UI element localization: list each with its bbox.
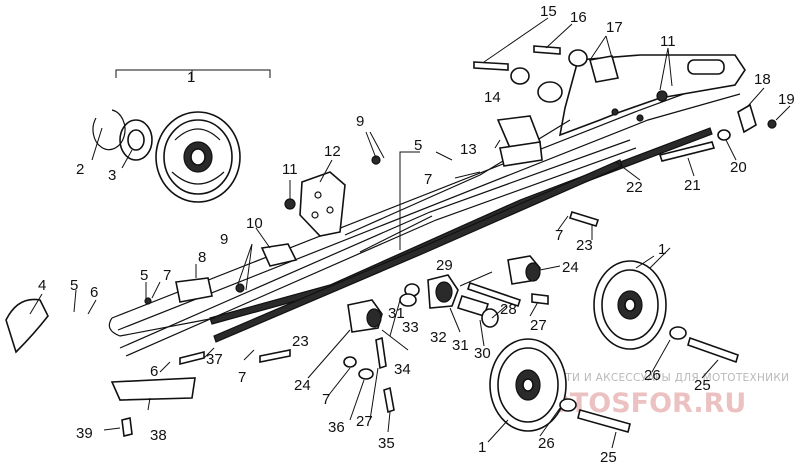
- callout-38: 38: [150, 427, 167, 444]
- spacer: [510, 67, 530, 85]
- callout-2: 2: [76, 161, 84, 178]
- callout-5-left: 5: [140, 267, 148, 284]
- axle-bolt-bottom: [577, 409, 631, 433]
- cross-brace-2: [359, 215, 433, 253]
- mount-block-left: [347, 299, 383, 333]
- callout-12: 12: [324, 143, 341, 160]
- callout-1-right: 1: [658, 241, 666, 258]
- callout-17: 17: [606, 19, 623, 36]
- callout-5-front: 5: [70, 277, 78, 294]
- idler-wheel-top: [155, 111, 241, 203]
- center-pivot: [399, 274, 522, 328]
- callout-5-top: 5: [414, 137, 422, 154]
- callout-24-right: 24: [562, 259, 579, 276]
- cross-brace: [344, 119, 571, 236]
- circlip: [92, 109, 126, 151]
- callout-6-bottom: 6: [150, 363, 158, 380]
- callout-35: 35: [378, 435, 395, 452]
- callout-1-bottom: 1: [478, 439, 486, 456]
- callout-18: 18: [754, 71, 771, 88]
- idler-wheel-bottom: [489, 338, 567, 432]
- callout-7-top: 7: [424, 171, 432, 188]
- callout-11-right: 11: [660, 33, 676, 50]
- callout-33: 33: [402, 319, 419, 336]
- bracket-10: [260, 243, 298, 267]
- callout-9-left: 9: [220, 231, 228, 248]
- callout-7-lower: 7: [322, 391, 330, 408]
- idler-wheel-right: [593, 260, 667, 350]
- callout-20: 20: [730, 159, 747, 176]
- rear-axle-bolt: [658, 141, 716, 162]
- callout-37: 37: [206, 351, 223, 368]
- leader-lines: [29, 17, 791, 449]
- callout-30: 30: [474, 345, 491, 362]
- callout-7-left: 7: [163, 267, 171, 284]
- callout-26-right: 26: [644, 367, 661, 384]
- watermark-caption: ЗАПЧАСТИ И АКСЕССУАРЫ ДЛЯ МОТОТЕХНИКИ: [520, 372, 789, 384]
- callout-25-right: 25: [694, 377, 711, 394]
- callout-13: 13: [460, 141, 477, 158]
- callout-31-center: 31: [452, 337, 469, 354]
- callout-11-left: 11: [282, 161, 298, 178]
- callout-34: 34: [394, 361, 411, 378]
- callout-24-left: 24: [294, 377, 311, 394]
- block-8: [175, 277, 213, 303]
- callout-10: 10: [246, 215, 263, 232]
- tip-cap: [5, 298, 49, 354]
- callout-23-left: 23: [292, 333, 309, 350]
- rear-plate: [558, 54, 746, 137]
- adjuster-bracket: [737, 103, 757, 134]
- callout-16: 16: [570, 9, 587, 26]
- bushing: [588, 55, 620, 83]
- callout-6-front: 6: [90, 284, 98, 301]
- bolt-23-left: [259, 349, 291, 363]
- callout-27-left: 27: [356, 413, 373, 430]
- callout-39: 39: [76, 425, 93, 442]
- washer-bottom: [559, 398, 577, 412]
- callout-26-bottom: 26: [538, 435, 555, 452]
- callout-7-right: 7: [555, 227, 563, 244]
- callout-9-top: 9: [356, 113, 364, 130]
- callout-29: 29: [436, 257, 453, 274]
- callout-7-bottom: 7: [238, 369, 246, 386]
- callout-22: 22: [626, 179, 643, 196]
- wear-strip: [110, 377, 196, 401]
- callout-23-right: 23: [576, 237, 593, 254]
- callout-21: 21: [684, 177, 701, 194]
- callout-32: 32: [430, 329, 447, 346]
- bolt-23-right: [568, 211, 600, 227]
- callout-27-right: 27: [530, 317, 547, 334]
- washer-right: [669, 326, 687, 340]
- axle-bolt-right: [687, 336, 739, 364]
- callout-31-left: 31: [388, 305, 405, 322]
- callout-3: 3: [108, 167, 116, 184]
- callout-15: 15: [540, 3, 557, 20]
- callout-28: 28: [500, 301, 517, 318]
- callout-25-bottom: 25: [600, 449, 617, 464]
- bolt-15: [473, 61, 509, 71]
- callout-19: 19: [778, 91, 795, 108]
- pin: [121, 417, 133, 437]
- mount-block-right: [507, 255, 541, 285]
- callout-8: 8: [198, 249, 206, 266]
- bracket-plate: [299, 171, 346, 237]
- callout-1-top: 1: [187, 69, 195, 86]
- callout-4: 4: [38, 277, 46, 294]
- callout-36: 36: [328, 419, 345, 436]
- callout-14: 14: [484, 89, 501, 106]
